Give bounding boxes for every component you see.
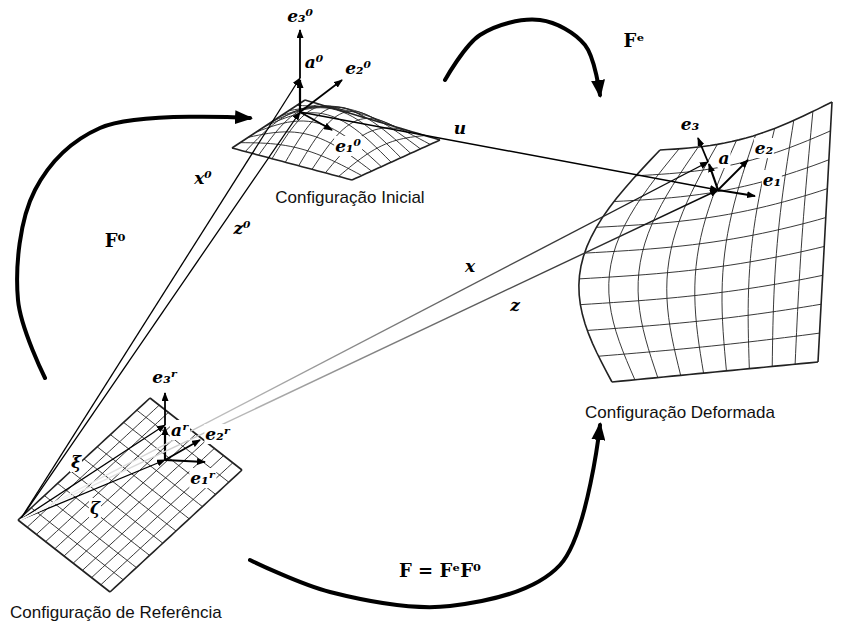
vector-label: e₁⁰ [334,136,362,156]
mapping-arrow [445,20,600,95]
grid-line [579,246,824,278]
grid-line [748,128,774,368]
basis-vector [165,460,205,462]
vector-label: a⁰ [304,52,324,72]
position-vector [20,190,718,520]
grid-line [73,441,205,563]
vector-label: a [717,148,730,168]
director-vector [299,80,301,112]
configuration-region: Configuração Deformada [580,95,842,425]
vector-label: e₂⁰ [344,58,372,78]
vector-label: e₂ʳ [204,424,231,444]
displacement-vector [300,112,718,190]
vector-label: ζ [89,498,101,518]
grid-line [818,102,832,362]
configuration-region: Configuração de Referência [5,378,250,625]
grid-line [55,427,187,549]
vector-label: aʳ [170,420,190,440]
vector-label: e₁ [762,170,782,190]
position-vector [20,112,300,520]
vector-label: e₁ʳ [189,468,216,488]
vector-label: e₃ʳ [151,367,178,387]
reference-plane [18,398,242,592]
mapping-arrow [17,117,250,378]
grid-line [612,362,818,382]
grid-line [273,108,401,158]
vector-label: e₃⁰ [286,6,314,26]
grid-line [92,456,224,578]
grid-line [297,105,430,144]
grid-line [587,304,821,330]
grid-line [31,508,123,580]
grid-line [772,120,794,366]
configuration-caption: Configuração Deformada [585,403,775,423]
grid-line [580,275,822,304]
grid-line [64,434,196,556]
grid-line [638,147,698,378]
basis-vector [698,138,708,162]
configuration-caption: Configuração Inicial [275,188,424,208]
grid-line [352,140,440,180]
grid-line [18,520,110,592]
initial-surface [232,100,440,180]
grid-line [636,131,831,176]
deformed-surface [579,102,832,382]
grid-line [695,140,737,373]
grid-line [660,102,832,150]
grid-line [596,189,827,228]
vector-label: u [453,118,467,138]
grid-line [71,471,163,543]
grid-line [248,132,371,171]
grid-line [58,483,150,555]
configuration-caption: Configuração de Referência [10,603,222,623]
grid-line [599,333,820,356]
position-vector [20,460,165,520]
grid-line [232,100,305,148]
grid-line [44,496,136,568]
grid-line [46,420,178,542]
grid-line [795,111,813,364]
vector-label: e₂ [754,138,774,158]
basis-vector [300,80,342,112]
mapping-label: Fᵉ [622,30,647,51]
vector-label: z⁰ [232,218,251,238]
vector-label: x⁰ [193,168,213,188]
mapping-label: F⁰ [103,230,128,251]
position-vector [20,425,165,520]
grid-line [722,135,756,371]
position-vector [20,162,708,520]
vector-label: x [464,256,476,276]
mapping-label: F = FᵉF⁰ [397,560,483,581]
basis-vector [299,30,301,78]
vector-label: ξ [70,452,82,472]
vector-label: z [509,295,521,315]
grid-line [110,470,242,592]
mapping-arrow [250,425,600,607]
basis-vector [718,190,755,196]
grid-line [101,463,233,585]
basis-vector [164,393,166,425]
grid-line [325,128,410,173]
vector-label: e₃ [680,114,700,134]
